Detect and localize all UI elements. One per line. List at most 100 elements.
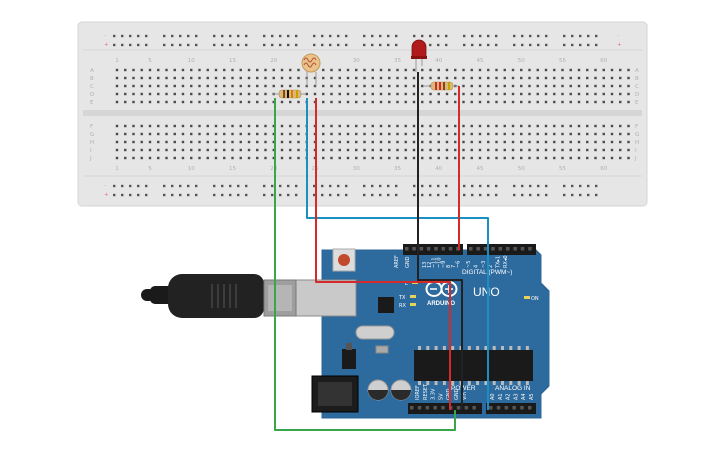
row-letter: H xyxy=(90,140,94,146)
row-letter: I xyxy=(635,148,637,154)
digital-pin-label: 12 xyxy=(427,262,433,268)
breadboard-holes xyxy=(113,34,630,197)
column-number: 60 xyxy=(600,166,607,172)
column-number: 45 xyxy=(477,58,484,64)
power-pin-label: Vin xyxy=(462,392,468,400)
digital-pin-label: 2 xyxy=(488,265,494,268)
power-label: POWER xyxy=(451,385,476,392)
row-letter: D xyxy=(90,92,94,98)
rail-plus-bottom-left: + xyxy=(104,192,109,198)
column-number: 10 xyxy=(188,166,195,172)
column-number: 1 xyxy=(115,58,119,64)
usb-port xyxy=(295,279,357,317)
model-label: UNO xyxy=(473,285,500,299)
aref-label: AREF xyxy=(394,255,400,268)
row-letter: A xyxy=(90,68,94,74)
row-letter: F xyxy=(635,124,638,130)
column-number: 10 xyxy=(188,58,195,64)
column-number: 50 xyxy=(518,166,525,172)
column-number: 15 xyxy=(229,166,236,172)
row-letter: E xyxy=(90,100,94,106)
digital-pin-label: RX◂0 xyxy=(503,255,509,268)
row-letter: E xyxy=(635,100,639,106)
reset-button[interactable] xyxy=(332,248,356,272)
digital-pin-label: ~9 xyxy=(441,261,447,268)
column-number: 50 xyxy=(518,58,525,64)
on-led xyxy=(524,296,530,299)
power-pin-label: 5V xyxy=(438,393,444,400)
tx-led xyxy=(410,295,416,298)
column-number: 35 xyxy=(394,58,401,64)
column-number: 1 xyxy=(115,166,119,172)
rail-plus-top-left: + xyxy=(104,42,109,48)
digital-pin-label: ~5 xyxy=(466,261,472,268)
analog-label: ANALOG IN xyxy=(495,385,531,392)
rail-plus-top-right: + xyxy=(617,42,622,48)
usb-chip xyxy=(378,297,394,313)
rail-minus-top-right: - xyxy=(617,33,619,39)
analog-pin-label: A0 xyxy=(490,393,496,400)
arduino-logo-text: ARDUINO xyxy=(427,301,455,307)
column-number: 35 xyxy=(394,166,401,172)
power-pin-label: IOREF xyxy=(415,385,421,400)
analog-pin-label: A4 xyxy=(521,393,527,400)
power-pin-label: RESET xyxy=(423,383,429,400)
column-number: 55 xyxy=(559,58,566,64)
column-number: 5 xyxy=(148,58,152,64)
row-letter: J xyxy=(634,156,637,162)
resistor-led[interactable] xyxy=(424,81,459,91)
l-label: L xyxy=(405,281,408,287)
column-number: 30 xyxy=(353,58,360,64)
rail-minus-bottom-left: - xyxy=(104,183,106,189)
capacitor-2 xyxy=(390,379,412,401)
led[interactable] xyxy=(411,39,427,72)
wire-red-5v[interactable] xyxy=(315,98,451,410)
column-number: 45 xyxy=(477,166,484,172)
capacitor-small xyxy=(375,345,389,354)
digital-pin-label: ~3 xyxy=(481,261,487,268)
column-number: 40 xyxy=(435,58,442,64)
tx-label: TX xyxy=(398,295,406,301)
row-letter: A xyxy=(635,68,639,74)
wire-green[interactable] xyxy=(274,98,456,431)
analog-pin-label: A3 xyxy=(513,393,519,400)
row-letter: D xyxy=(635,92,639,98)
column-number: 55 xyxy=(559,166,566,172)
analog-pin-label: A1 xyxy=(498,393,504,400)
column-number: 5 xyxy=(148,166,152,172)
row-letter: B xyxy=(635,76,639,82)
row-letter: C xyxy=(90,84,94,90)
wire-blue[interactable] xyxy=(306,98,489,410)
breadboard: - + - + - + 1155101015152020252530303535… xyxy=(77,21,648,207)
digital-pin-label: 4 xyxy=(473,265,479,268)
analog-pin-label: A5 xyxy=(529,393,535,400)
digital-header-left xyxy=(403,244,463,255)
rail-minus-top-left: - xyxy=(104,33,106,39)
column-number: 15 xyxy=(229,58,236,64)
row-letter: C xyxy=(635,84,639,90)
analog-header xyxy=(486,403,536,414)
voltage-regulator xyxy=(342,349,356,369)
row-letter: G xyxy=(90,132,94,138)
photoresistor[interactable] xyxy=(301,53,321,86)
usb-cable[interactable] xyxy=(141,274,297,318)
column-number: 40 xyxy=(435,166,442,172)
gnd-label: GND xyxy=(405,256,411,268)
capacitor-1 xyxy=(367,379,389,401)
column-number: 30 xyxy=(353,166,360,172)
row-letter: J xyxy=(89,156,92,162)
resistor-ldr[interactable] xyxy=(272,89,306,99)
column-number: 20 xyxy=(270,58,277,64)
row-letter: H xyxy=(635,140,639,146)
column-number: 20 xyxy=(270,166,277,172)
analog-pin-label: A2 xyxy=(506,393,512,400)
rx-led xyxy=(410,303,416,306)
row-letter: I xyxy=(90,148,92,154)
breadboard-column-numbers: 1155101015152020252530303535404045455050… xyxy=(115,58,607,172)
wire-black-gnd-link[interactable] xyxy=(417,246,463,410)
